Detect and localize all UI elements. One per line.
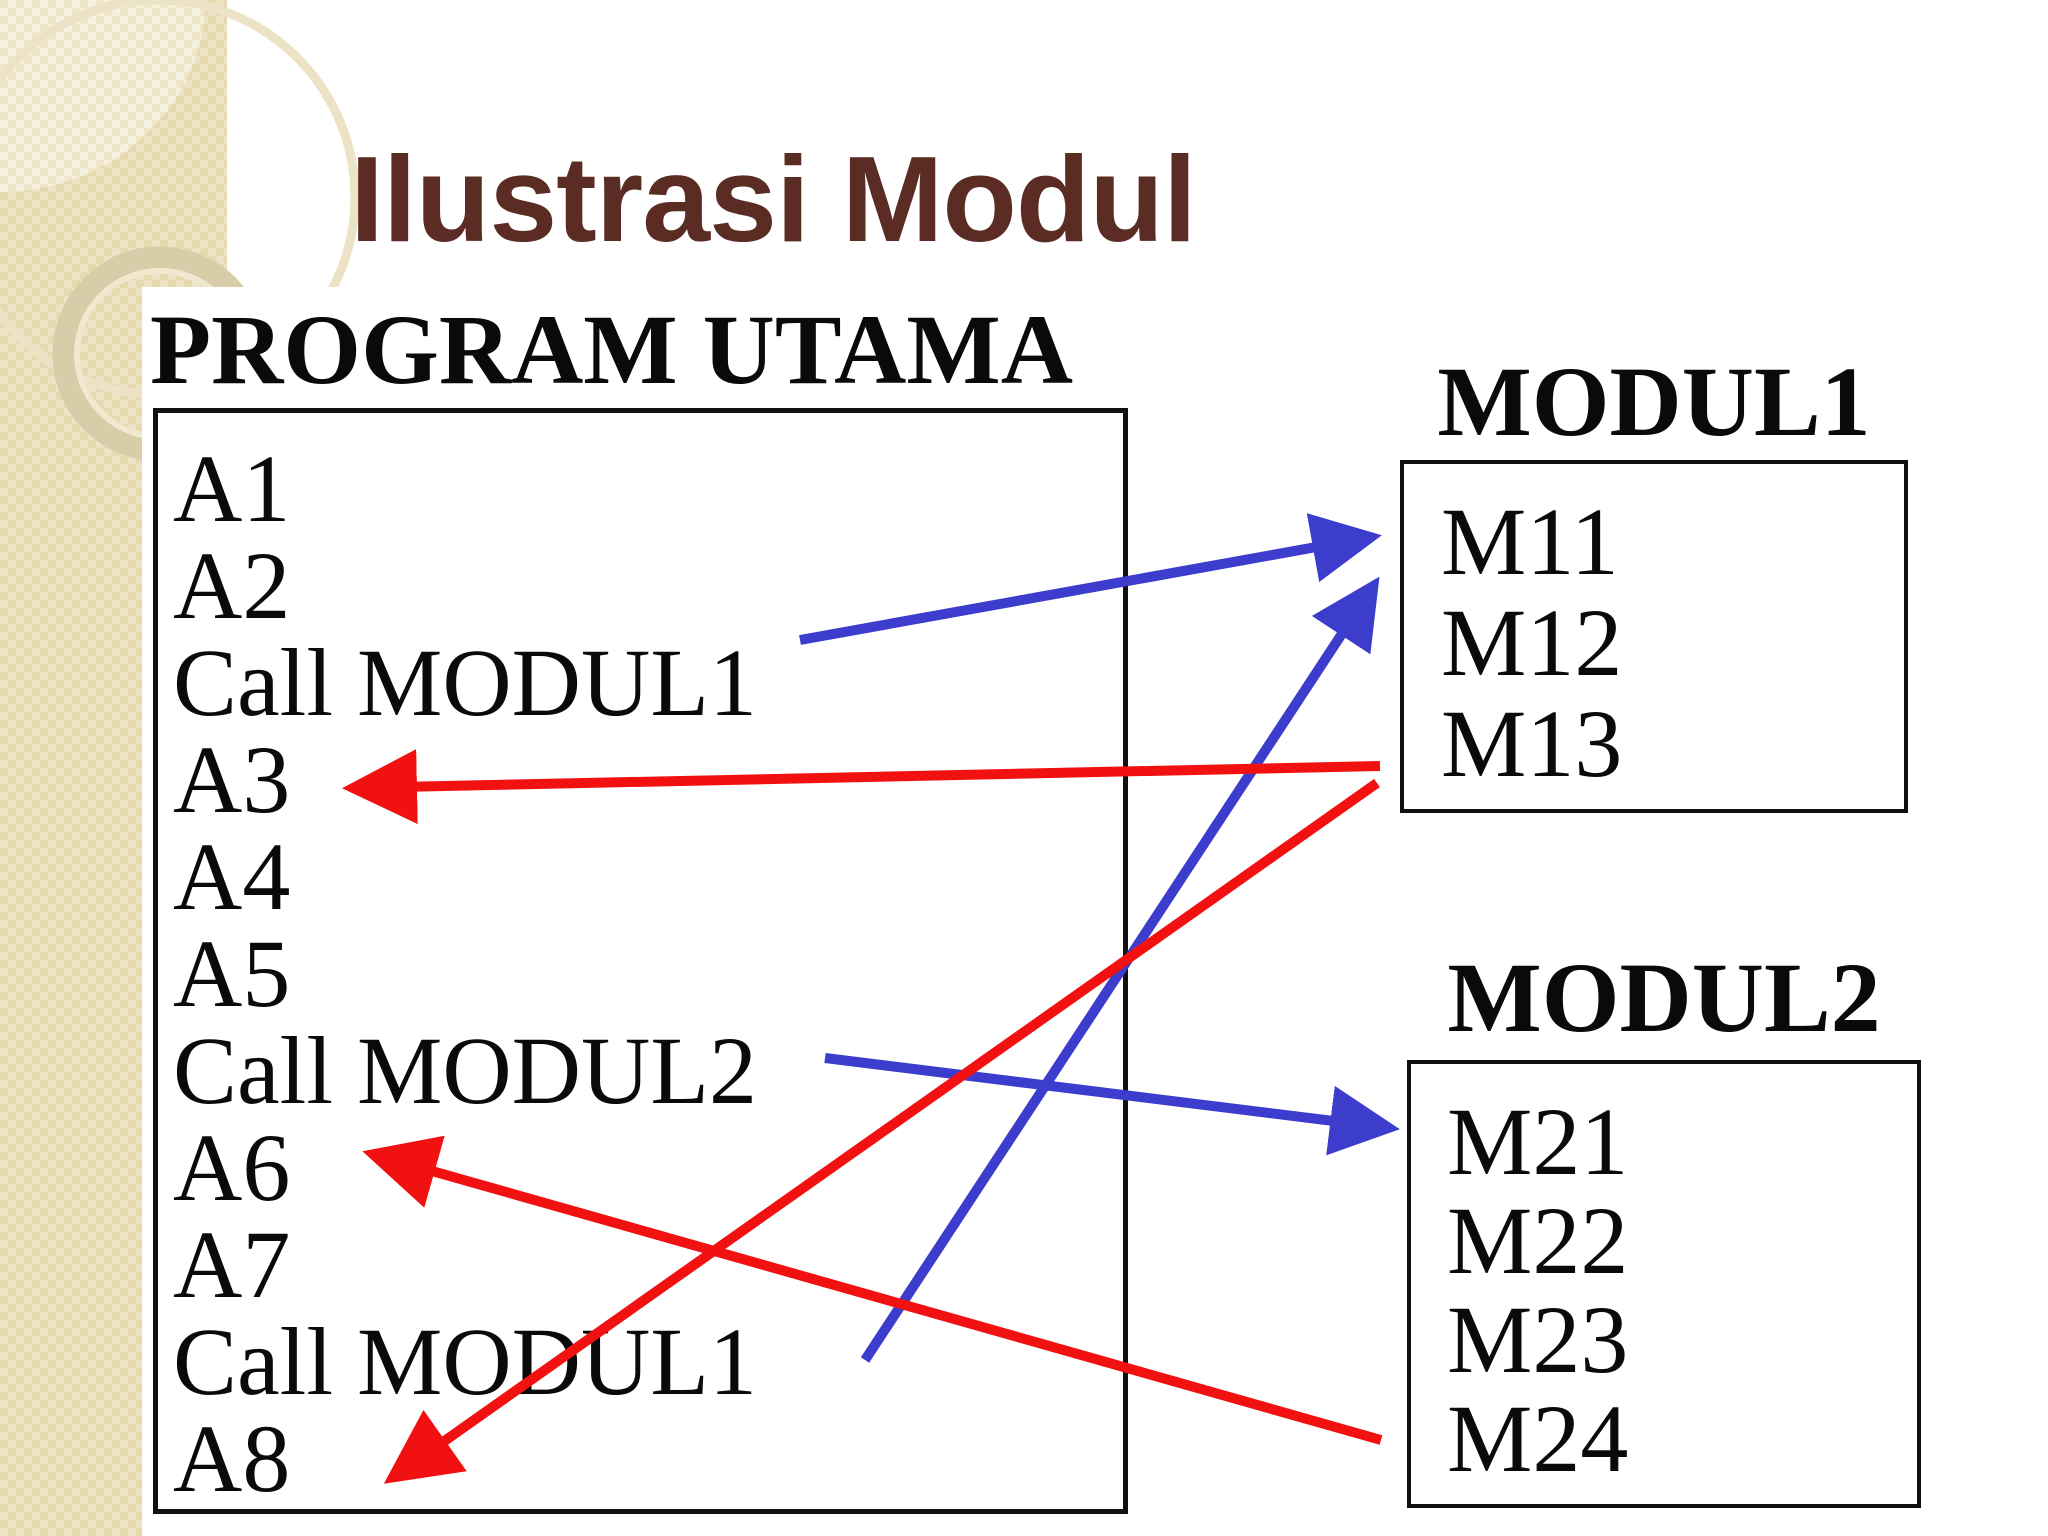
main-program-heading: PROGRAM UTAMA [150, 294, 1073, 405]
code-line: Call MODUL2 [173, 1017, 757, 1124]
arrow-return-modul2-to-a6 [362, 1135, 1383, 1445]
arrow-return-modul1-to-a3 [342, 749, 1381, 825]
code-line: A3 [173, 726, 291, 833]
diagram-panel [142, 287, 2048, 1536]
code-line: A2 [173, 532, 291, 639]
code-line: M22 [1447, 1187, 1629, 1294]
code-line: A1 [173, 435, 291, 542]
modul1-heading: MODUL1 [1437, 346, 1871, 457]
code-line: M12 [1441, 589, 1623, 696]
code-line: A5 [173, 920, 291, 1027]
modul2-heading: MODUL2 [1447, 942, 1881, 1053]
modul1-box [1400, 460, 1908, 813]
slide-title: Ilustrasi Modul [350, 131, 1197, 267]
code-line: M24 [1447, 1385, 1629, 1492]
code-line: M13 [1441, 690, 1623, 797]
code-line: A4 [173, 823, 291, 930]
modul2-box [1407, 1060, 1921, 1508]
code-line: M23 [1447, 1286, 1629, 1393]
arrow-call-modul2-to-m21 [824, 1053, 1400, 1156]
arrow-return-modul1-to-a8 [383, 778, 1380, 1484]
code-line: A6 [173, 1114, 291, 1221]
code-line: M21 [1447, 1088, 1629, 1195]
code-line: A7 [173, 1211, 291, 1318]
code-line: A8 [173, 1405, 291, 1512]
arrow-call-modul1-second-to-modul1 [860, 576, 1380, 1363]
code-line: M11 [1441, 488, 1619, 595]
arrow-call-modul1-first-to-m11 [799, 513, 1382, 645]
code-line: Call MODUL1 [173, 629, 757, 736]
